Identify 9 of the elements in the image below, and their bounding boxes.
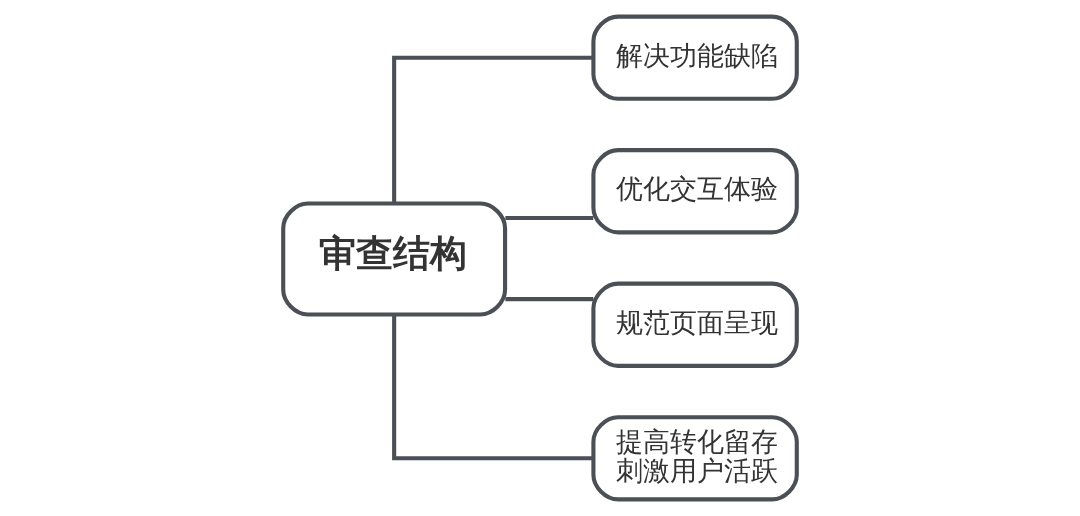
node-box: 优化交互体验	[591, 148, 799, 235]
node-box: 提高转化留存刺激用户活跃	[591, 415, 799, 502]
node-box: 解决功能缺陷	[591, 14, 799, 101]
connector	[392, 55, 594, 204]
node-box: 审查结构	[281, 201, 508, 317]
connector	[392, 314, 594, 461]
connector	[505, 215, 594, 220]
connector	[505, 297, 594, 302]
node-box: 规范页面呈现	[591, 281, 799, 368]
